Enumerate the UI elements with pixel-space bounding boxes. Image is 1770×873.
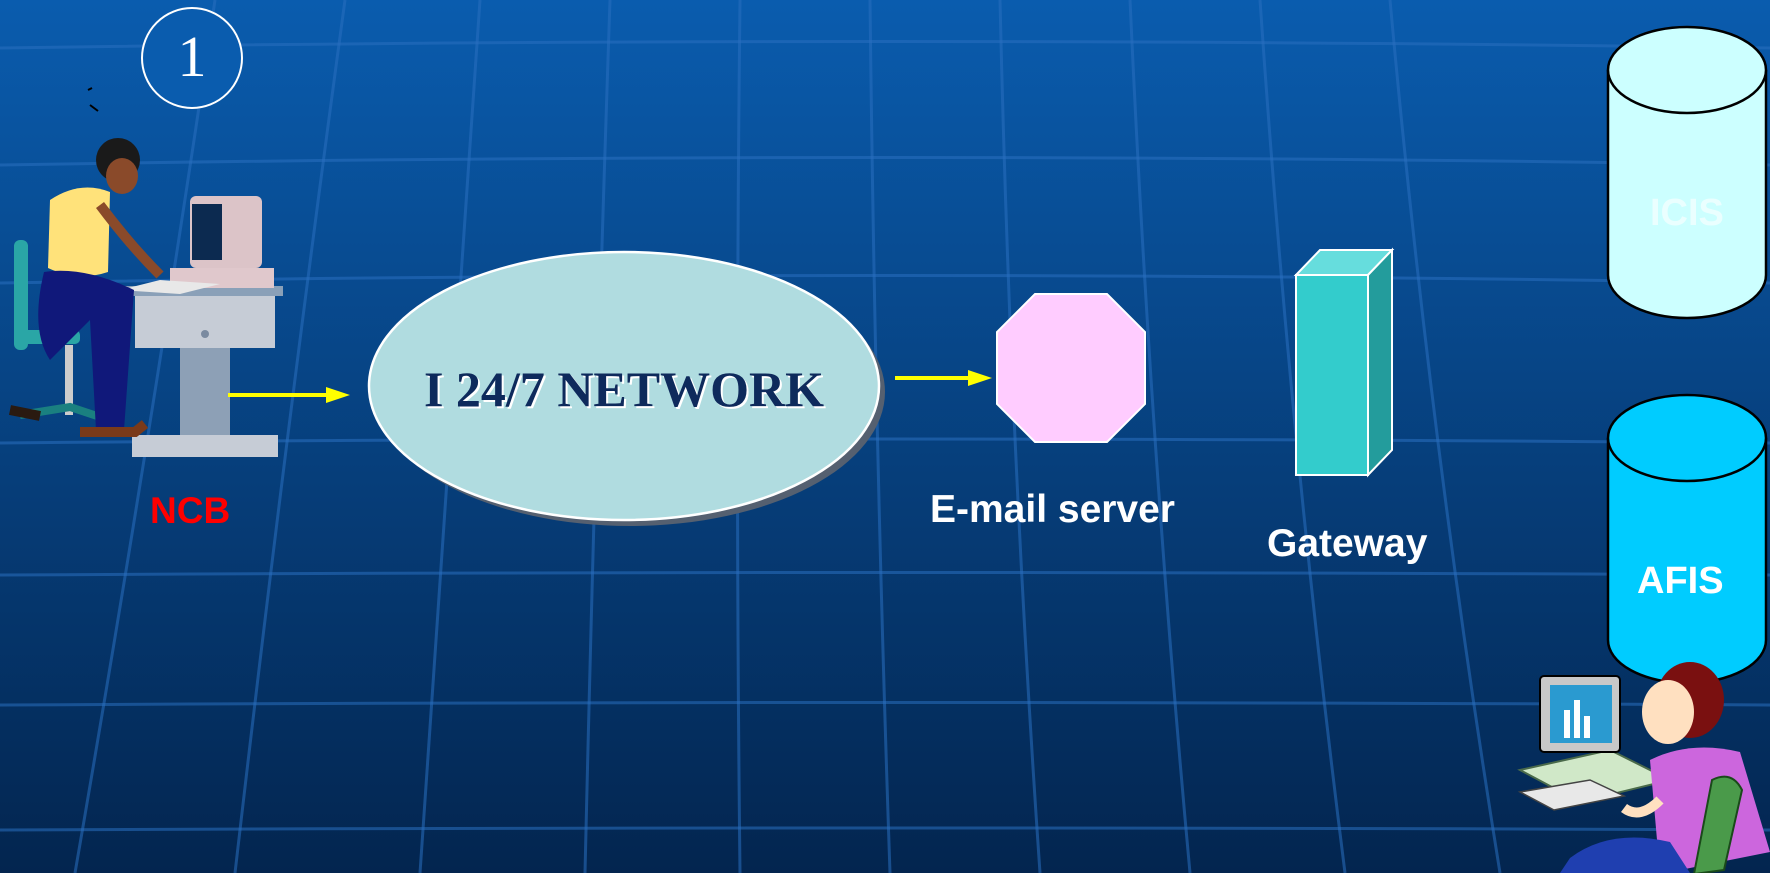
email-server-label: E-mail server <box>930 488 1175 531</box>
database-cylinder-icon <box>1606 393 1768 685</box>
man-at-computer-icon <box>9 138 283 457</box>
step-number: 1 <box>177 24 207 89</box>
afis-label: AFIS <box>1637 560 1724 602</box>
database-cylinder-icon <box>1606 25 1768 320</box>
network-label: I 24/7 NETWORK <box>423 361 825 417</box>
ncb-label: NCB <box>150 490 231 531</box>
step-circle <box>141 7 243 109</box>
icis-label: ICIS <box>1650 192 1724 234</box>
arrow-ncb-to-network <box>228 387 350 403</box>
arrow-network-to-email-server <box>895 370 992 386</box>
gateway-box-icon <box>1293 247 1395 478</box>
gateway-label: Gateway <box>1267 522 1428 565</box>
decor-mark <box>87 87 99 112</box>
woman-at-computer-icon <box>1517 662 1770 873</box>
network-ellipse <box>367 250 885 526</box>
octagon-server-icon <box>996 293 1146 443</box>
